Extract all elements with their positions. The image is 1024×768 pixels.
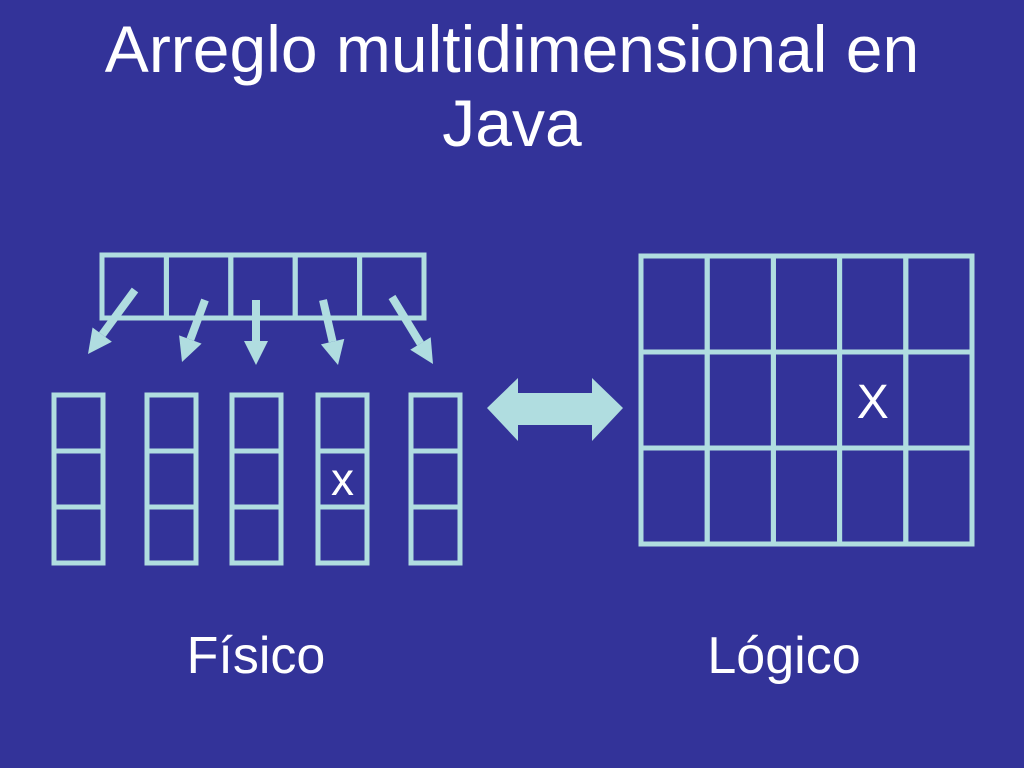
grid-cell bbox=[638, 253, 710, 355]
sub-array-cell bbox=[315, 504, 370, 566]
sub-array-cell bbox=[51, 504, 106, 566]
grid-cell bbox=[704, 253, 776, 355]
grid-cell bbox=[638, 445, 710, 547]
sub-array-cell bbox=[229, 392, 284, 454]
slide-title-line-1: Arreglo multidimensional en bbox=[104, 12, 920, 86]
double-headed-arrow-icon bbox=[487, 378, 623, 441]
sub-array-cell bbox=[51, 392, 106, 454]
sub-array-cell bbox=[408, 504, 463, 566]
sub-array-cell bbox=[144, 504, 199, 566]
grid-cell bbox=[770, 253, 843, 355]
grid-cell bbox=[770, 349, 843, 451]
sub-array: x bbox=[315, 392, 370, 566]
marked-element-label: X bbox=[857, 376, 889, 429]
grid-cell bbox=[638, 349, 710, 451]
reference-array-cell bbox=[228, 252, 298, 321]
slide-title: Arreglo multidimensional en Java bbox=[0, 12, 1024, 160]
double-headed-arrow-shape bbox=[487, 378, 623, 441]
grid-cell bbox=[837, 253, 909, 355]
sub-array-cell bbox=[408, 448, 463, 510]
pointer-arrow-icon bbox=[388, 294, 433, 364]
sub-array-cell bbox=[315, 392, 370, 454]
reference-array bbox=[99, 252, 427, 321]
sub-array bbox=[408, 392, 463, 566]
marked-element-label: x bbox=[331, 453, 354, 505]
pointer-arrows bbox=[88, 287, 433, 365]
sub-array bbox=[144, 392, 199, 566]
sub-array-cell bbox=[408, 392, 463, 454]
physical-representation: x bbox=[51, 252, 463, 566]
grid-cell bbox=[903, 349, 975, 451]
slide-title-line-2: Java bbox=[442, 86, 582, 160]
grid-cell bbox=[704, 445, 776, 547]
pointer-arrow-icon bbox=[244, 300, 268, 365]
grid-cell bbox=[903, 253, 975, 355]
grid-cell bbox=[837, 445, 909, 547]
grid-cell bbox=[770, 445, 843, 547]
pointer-arrow-icon bbox=[179, 298, 209, 362]
reference-array-cell bbox=[357, 252, 427, 321]
sub-array-cell bbox=[144, 392, 199, 454]
sub-array bbox=[51, 392, 106, 566]
sub-array-cell bbox=[51, 448, 106, 510]
sub-array-cell bbox=[229, 448, 284, 510]
logical-caption: Lógico bbox=[707, 627, 861, 685]
grid-cell bbox=[903, 445, 975, 547]
logical-representation: X bbox=[638, 253, 975, 547]
reference-array-cell bbox=[99, 252, 169, 321]
physical-caption: Físico bbox=[186, 627, 326, 685]
pointer-arrow-icon bbox=[88, 287, 139, 354]
sub-array-cell bbox=[144, 448, 199, 510]
grid-cell bbox=[704, 349, 776, 451]
pointer-arrow-icon bbox=[319, 299, 345, 365]
sub-array-cell bbox=[229, 504, 284, 566]
sub-array bbox=[229, 392, 284, 566]
